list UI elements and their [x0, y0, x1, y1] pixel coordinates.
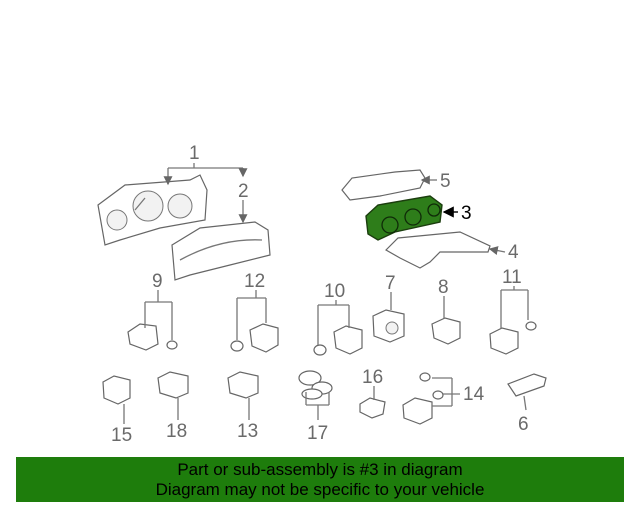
- part-label-8: 8: [438, 277, 449, 298]
- part-number-labels: 1 2 3 4 5 6 7 8 9 10 11 12 13 14 15 16 1…: [111, 143, 529, 446]
- part-label-5: 5: [440, 171, 451, 192]
- part-label-13: 13: [237, 421, 258, 442]
- diagram-note-banner: Part or sub-assembly is #3 in diagram Di…: [16, 457, 624, 502]
- part-label-7: 7: [385, 273, 396, 294]
- switch-part-11: [489, 321, 537, 355]
- cluster-lens-part: [171, 221, 271, 281]
- switch-part-13: [227, 371, 259, 399]
- instrument-cluster-part: [97, 174, 208, 246]
- bezel-cover-part: [341, 169, 426, 201]
- climate-control-unit-highlighted: [365, 195, 443, 241]
- leader-lines: [123, 163, 529, 424]
- bracket-part: [385, 231, 491, 269]
- diagram-disclaimer: Diagram may not be specific to your vehi…: [155, 480, 485, 499]
- part-label-11: 11: [502, 267, 522, 288]
- part-label-4: 4: [508, 242, 519, 263]
- part-label-6: 6: [518, 414, 529, 435]
- switch-part-7: [372, 309, 405, 343]
- switch-part-8: [431, 317, 461, 345]
- highlighted-part-note: Part or sub-assembly is #3 in diagram: [177, 460, 463, 479]
- switch-part-14: [402, 372, 444, 425]
- switch-part-18: [157, 371, 189, 399]
- part-label-2: 2: [238, 181, 249, 202]
- part-label-14: 14: [463, 384, 485, 405]
- switch-part-9: [127, 323, 178, 351]
- part-label-18: 18: [166, 421, 187, 442]
- switch-part-6: [507, 373, 547, 397]
- switch-part-12: [230, 323, 279, 353]
- part-label-1: 1: [189, 143, 200, 164]
- part-label-10: 10: [324, 281, 345, 302]
- part-label-16: 16: [362, 367, 383, 388]
- part-label-17: 17: [307, 423, 328, 444]
- switch-part-15: [102, 375, 131, 405]
- part-label-12: 12: [244, 271, 265, 292]
- switch-part-10: [313, 325, 363, 356]
- part-label-15: 15: [111, 425, 132, 446]
- lighter-part-16: [359, 397, 386, 419]
- part-label-9: 9: [152, 271, 163, 292]
- part-label-3-highlighted: 3: [461, 203, 472, 224]
- socket-part-17: [298, 370, 333, 400]
